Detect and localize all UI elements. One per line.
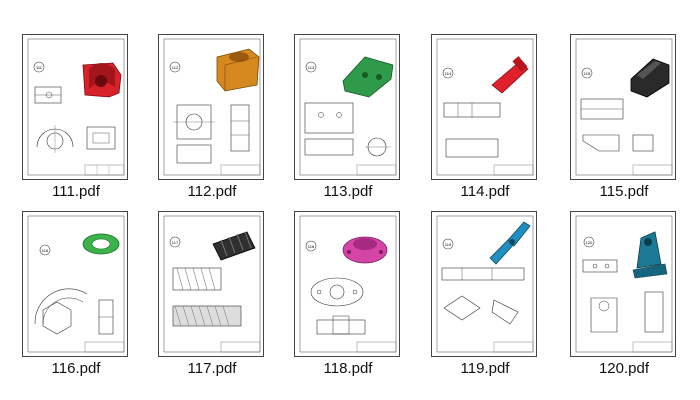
file-tile[interactable]: 113 113.pdf	[294, 34, 402, 210]
svg-text:111: 111	[36, 65, 43, 70]
black-block-3d-icon	[630, 58, 670, 98]
pdf-thumbnail: 119	[431, 211, 537, 357]
pdf-thumbnail: 117	[158, 211, 264, 357]
green-plate-3d-icon	[342, 56, 394, 98]
pdf-thumbnail: 120	[570, 211, 676, 357]
svg-text:114: 114	[445, 71, 452, 76]
pdf-thumbnail: 113	[294, 34, 400, 180]
file-tile[interactable]: 112 112.pdf	[158, 34, 266, 210]
svg-text:119: 119	[445, 242, 452, 247]
file-tile[interactable]: 117 117.pdf	[158, 211, 266, 387]
file-tile[interactable]: 115 115.pdf	[570, 34, 678, 210]
file-tile[interactable]: 118 118.pdf	[294, 211, 402, 387]
file-tile[interactable]: 119 119.pdf	[431, 211, 539, 387]
orange-housing-3d-icon	[216, 48, 260, 92]
pdf-thumbnail: 111	[22, 34, 128, 180]
file-name: 114.pdf	[460, 183, 510, 200]
pdf-thumbnail: 114	[431, 34, 537, 180]
pink-flange-3d-icon	[342, 236, 388, 264]
pdf-thumbnail: 115	[570, 34, 676, 180]
green-ring-3d-icon	[82, 233, 120, 255]
file-name: 118.pdf	[323, 360, 373, 377]
svg-text:113: 113	[308, 65, 315, 70]
file-tile[interactable]: 120 120.pdf	[570, 211, 678, 387]
file-name: 120.pdf	[598, 360, 650, 377]
file-name: 113.pdf	[323, 183, 373, 200]
pdf-thumbnail: 116	[22, 211, 128, 357]
blue-linkage-3d-icon	[489, 221, 531, 265]
file-name: 111.pdf	[52, 183, 100, 200]
svg-text:120: 120	[586, 240, 593, 245]
file-tile[interactable]: 114 114.pdf	[431, 34, 539, 210]
teal-support-3d-icon	[632, 231, 668, 279]
svg-text:116: 116	[42, 248, 49, 253]
pdf-thumbnail: 118	[294, 211, 400, 357]
file-name: 117.pdf	[187, 360, 237, 377]
svg-text:118: 118	[308, 244, 315, 249]
file-tile[interactable]: 116 116.pdf	[22, 211, 130, 387]
file-name: 115.pdf	[599, 183, 649, 200]
red-shaft-3d-icon	[491, 56, 529, 94]
svg-text:117: 117	[172, 240, 179, 245]
black-screw-3d-icon	[212, 231, 256, 261]
file-tile[interactable]: 111 111.pdf	[22, 34, 130, 210]
pdf-thumbnail: 112	[158, 34, 264, 180]
file-name: 116.pdf	[51, 360, 101, 377]
file-name: 112.pdf	[187, 183, 237, 200]
red-bracket-3d-icon	[82, 62, 122, 98]
svg-text:115: 115	[584, 71, 591, 76]
file-name: 119.pdf	[460, 360, 510, 377]
svg-text:112: 112	[172, 65, 179, 70]
